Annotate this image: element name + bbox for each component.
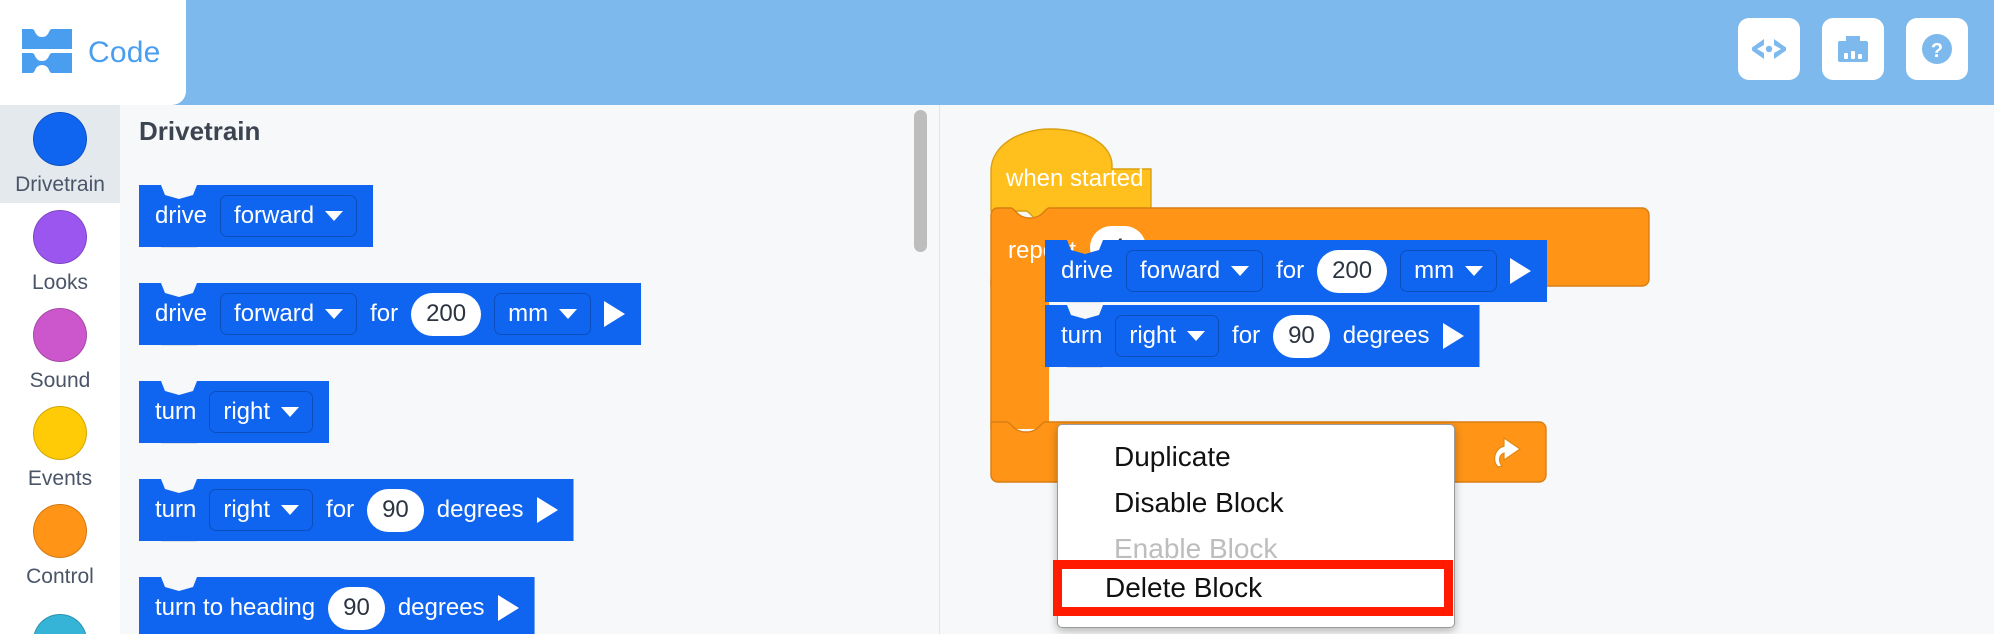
sidebar-item-label: Sound	[29, 368, 91, 392]
dropdown-value: mm	[508, 300, 549, 327]
context-menu-label: Duplicate	[1114, 441, 1231, 472]
chevron-down-icon	[1187, 331, 1206, 341]
chevron-down-icon	[281, 407, 300, 417]
app-title: Code	[88, 35, 161, 69]
palette-turn-to-heading-block[interactable]: turn to heading 90 degrees	[139, 577, 535, 634]
control-color-icon	[33, 503, 87, 558]
chevron-down-icon	[281, 505, 300, 515]
block-palette: Drivetrain drive forward drive forward f…	[120, 105, 940, 634]
code-blocks-logo-icon	[18, 25, 76, 81]
distance-input[interactable]: 200	[411, 292, 482, 336]
code-logo-tab[interactable]: Code	[0, 0, 186, 105]
sidebar-item-label: Drivetrain	[15, 172, 105, 196]
ws-turn-right-for-block[interactable]: turn right for 90 degrees	[1045, 305, 1480, 367]
dropdown-value: right	[1129, 322, 1177, 349]
context-menu-item-disable-block[interactable]: Disable Block	[1058, 480, 1454, 526]
run-block-icon[interactable]	[497, 595, 519, 621]
block-label: turn	[155, 496, 197, 523]
robot-config-button[interactable]	[1822, 18, 1884, 80]
angle-input[interactable]: 90	[367, 488, 424, 532]
app-header: Code	[0, 0, 1994, 105]
chevron-down-icon	[1465, 266, 1484, 276]
category-sidebar: Drivetrain Looks Sound Events Control	[0, 105, 120, 634]
block-label: turn	[155, 398, 197, 425]
run-block-icon[interactable]	[1510, 258, 1532, 284]
block-label-degrees: degrees	[397, 594, 485, 621]
direction-dropdown[interactable]: forward	[220, 195, 358, 237]
direction-dropdown[interactable]: forward	[1126, 250, 1264, 292]
block-label-for: for	[370, 300, 399, 327]
question-mark-icon: ?	[1919, 31, 1955, 67]
dropdown-value: right	[223, 398, 271, 425]
palette-title: Drivetrain	[139, 116, 261, 146]
palette-dot-grid	[120, 105, 940, 634]
chevron-down-icon	[325, 309, 344, 319]
sidebar-item-sensing[interactable]	[0, 595, 120, 634]
unit-dropdown[interactable]: mm	[1400, 250, 1498, 292]
block-label: drive	[155, 300, 208, 327]
turn-direction-dropdown[interactable]: right	[209, 489, 314, 531]
block-label-for: for	[1276, 257, 1305, 284]
block-label: drive	[155, 202, 208, 229]
context-menu-item-delete-block[interactable]: Delete Block	[1053, 560, 1453, 616]
block-label: turn to heading	[155, 594, 316, 621]
palette-drive-forward-block[interactable]: drive forward	[139, 185, 374, 247]
chevron-down-icon	[325, 211, 344, 221]
palette-turn-right-for-block[interactable]: turn right for 90 degrees	[139, 479, 574, 541]
palette-workspace-divider	[939, 105, 940, 634]
when-started-block[interactable]: when started	[990, 125, 1152, 222]
chevron-down-icon	[559, 309, 578, 319]
palette-turn-right-block[interactable]: turn right	[139, 381, 330, 443]
header-actions: ?	[1738, 18, 1968, 80]
block-label: turn	[1061, 322, 1103, 349]
dropdown-value: mm	[1414, 257, 1455, 284]
sidebar-item-events[interactable]: Events	[0, 399, 120, 497]
loop-arrow-icon	[1488, 435, 1530, 480]
run-block-icon[interactable]	[604, 301, 626, 327]
sidebar-item-label: Events	[27, 466, 93, 490]
looks-color-icon	[33, 209, 87, 264]
context-menu-label: Delete Block	[1105, 572, 1263, 603]
sidebar-item-control[interactable]: Control	[0, 497, 120, 595]
palette-scrollbar[interactable]	[914, 110, 927, 252]
palette-drive-forward-for-block[interactable]: drive forward for 200 mm	[139, 283, 642, 345]
svg-text:?: ?	[1931, 40, 1943, 62]
turn-direction-dropdown[interactable]: right	[1115, 315, 1220, 357]
block-label-degrees: degrees	[436, 496, 524, 523]
block-label-for: for	[1232, 322, 1261, 349]
view-code-button[interactable]	[1738, 18, 1800, 80]
dropdown-value: forward	[234, 202, 315, 229]
block-label: drive	[1061, 257, 1114, 284]
drivetrain-color-icon	[33, 111, 87, 166]
chevron-down-icon	[1231, 266, 1250, 276]
sidebar-item-sound[interactable]: Sound	[0, 301, 120, 399]
run-block-icon[interactable]	[1442, 323, 1464, 349]
block-label-degrees: degrees	[1342, 322, 1430, 349]
angle-input[interactable]: 90	[1273, 314, 1330, 358]
ws-drive-forward-for-block[interactable]: drive forward for 200 mm	[1045, 240, 1548, 302]
dropdown-value: forward	[234, 300, 315, 327]
heading-input[interactable]: 90	[328, 586, 385, 630]
sidebar-item-label: Control	[26, 564, 94, 588]
dropdown-value: right	[223, 496, 271, 523]
angle-brackets-icon	[1751, 35, 1787, 63]
sidebar-item-label: Looks	[31, 270, 89, 294]
sensing-color-icon	[33, 613, 87, 634]
dropdown-value: forward	[1140, 257, 1221, 284]
direction-dropdown[interactable]: forward	[220, 293, 358, 335]
sidebar-item-drivetrain[interactable]: Drivetrain	[0, 105, 120, 203]
events-color-icon	[33, 405, 87, 460]
distance-input[interactable]: 200	[1317, 249, 1388, 293]
context-menu-item-duplicate[interactable]: Duplicate	[1058, 434, 1454, 480]
context-menu-label: Disable Block	[1114, 487, 1284, 518]
robot-brain-icon	[1835, 33, 1871, 65]
sidebar-item-looks[interactable]: Looks	[0, 203, 120, 301]
when-started-label: when started	[1006, 165, 1144, 192]
block-label-for: for	[326, 496, 355, 523]
unit-dropdown[interactable]: mm	[494, 293, 592, 335]
run-block-icon[interactable]	[536, 497, 558, 523]
sound-color-icon	[33, 307, 87, 362]
turn-direction-dropdown[interactable]: right	[209, 391, 314, 433]
help-button[interactable]: ?	[1906, 18, 1968, 80]
